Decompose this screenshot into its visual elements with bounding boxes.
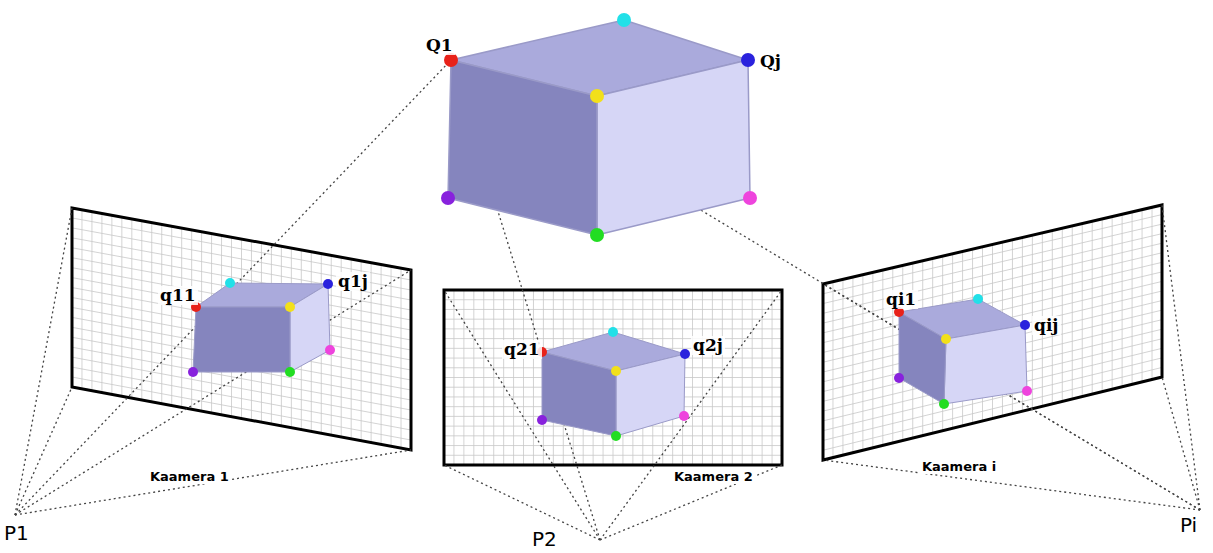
- cube-face: [290, 284, 330, 372]
- camera-center-label: P2: [532, 528, 557, 550]
- point-label: q1j: [336, 272, 370, 291]
- cube: [188, 13, 1032, 441]
- corner-dot: [611, 366, 621, 376]
- corner-dot: [188, 367, 198, 377]
- grid-line: [72, 248, 411, 310]
- point-label: Qj: [758, 52, 783, 71]
- camera-label: Kaamera 1: [148, 470, 231, 484]
- grid-line: [444, 445, 782, 446]
- camera-label: Kaamera 2: [672, 470, 755, 484]
- corner-dot: [1020, 320, 1030, 330]
- corner-dot: [741, 53, 755, 67]
- corner-dot: [973, 294, 983, 304]
- corner-dot: [679, 411, 689, 421]
- corner-dot: [680, 349, 690, 359]
- image-plane: [72, 205, 1162, 465]
- cube-face: [944, 325, 1027, 404]
- cube-face: [616, 354, 685, 436]
- corner-dot: [590, 89, 604, 103]
- grid-line: [72, 367, 411, 430]
- point-label: qi1: [884, 290, 918, 309]
- corner-dot: [941, 334, 951, 344]
- point-label: Q1: [424, 36, 455, 55]
- grid-line: [823, 215, 1162, 294]
- cube-face: [597, 60, 750, 235]
- grid-line: [444, 299, 782, 300]
- camera-label: Kaamera i: [920, 460, 998, 474]
- corner-dot: [611, 431, 621, 441]
- cube-face: [899, 312, 946, 404]
- corner-dot: [225, 278, 235, 288]
- corner-dot: [325, 345, 335, 355]
- corner-dot: [617, 13, 631, 27]
- camera-center-label: P1: [4, 522, 29, 544]
- point-label: q2j: [691, 336, 725, 355]
- grid-line: [72, 218, 411, 280]
- projection-ray: [15, 60, 1200, 540]
- grid-line: [444, 319, 782, 320]
- corner-dot: [1022, 386, 1032, 396]
- corner-dot: [743, 191, 757, 205]
- corner-dot: [444, 53, 458, 67]
- corner-dot: [323, 279, 333, 289]
- corner-dot: [939, 399, 949, 409]
- point-label: q11: [158, 286, 198, 305]
- cube-face: [542, 352, 616, 436]
- corner-dot: [608, 327, 618, 337]
- image-grid: [72, 207, 1162, 465]
- corner-dot: [590, 228, 604, 242]
- corner-dot: [285, 367, 295, 377]
- corner-dot: [537, 415, 547, 425]
- point-label: qij: [1032, 316, 1061, 335]
- point-label: q21: [502, 340, 542, 359]
- corner-dot: [285, 302, 295, 312]
- cube-face: [193, 307, 290, 372]
- corner-dot: [441, 191, 455, 205]
- grid-line: [823, 224, 1162, 303]
- camera-center-label: Pi: [1180, 514, 1197, 536]
- grid-line: [444, 309, 782, 310]
- corner-dot: [894, 373, 904, 383]
- cube-face: [448, 60, 597, 235]
- grid-line: [444, 455, 782, 456]
- grid-line: [72, 377, 411, 440]
- grid-line: [72, 228, 411, 290]
